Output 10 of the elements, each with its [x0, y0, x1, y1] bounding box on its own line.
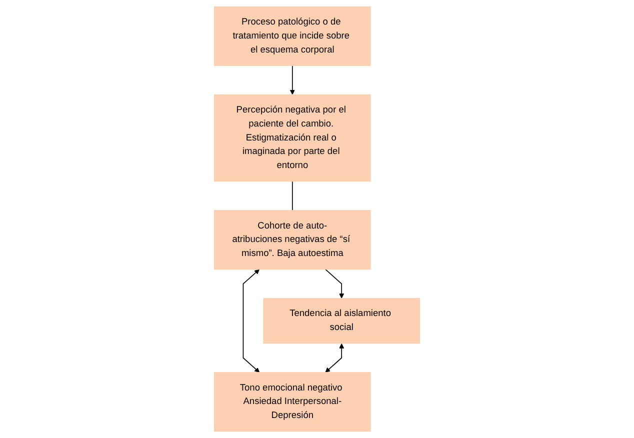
- node-box: Proceso patológico o de tratamiento que incide sobre el esquema corporal: [214, 6, 371, 66]
- arrow: [242, 269, 260, 373]
- node-box: Tono emocional negativo Ansiedad Interpersonal-Depresión: [214, 372, 371, 432]
- connector: [292, 180, 293, 211]
- node-box: Percepción negativa por el paciente del cambio. Estigmatización real o imaginada por parte del entorno: [214, 94, 371, 182]
- arrow: [290, 65, 295, 95]
- arrow: [324, 268, 344, 298]
- node-box: Tendencia al aislamiento social: [263, 298, 420, 344]
- arrow: [325, 343, 344, 373]
- node-box: Cohorte de auto-atribuciones negativas de “sí mismo”. Baja autoestima: [214, 210, 371, 270]
